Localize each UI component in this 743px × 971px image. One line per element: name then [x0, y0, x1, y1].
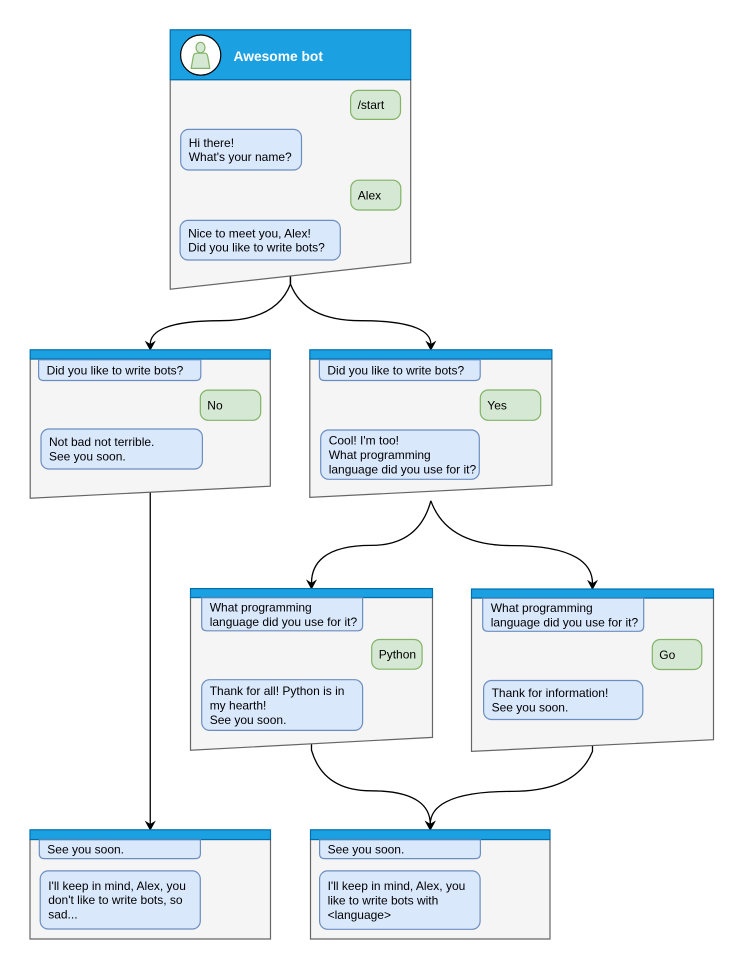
- svg-text:What programming: What programming: [491, 601, 593, 615]
- svg-text:What programming: What programming: [329, 448, 431, 462]
- svg-text:See you soon.: See you soon.: [328, 843, 405, 857]
- svg-text:Thank for information!: Thank for information!: [492, 686, 609, 700]
- svg-text:Did you like to write bots?: Did you like to write bots?: [47, 364, 184, 378]
- svg-text:See you soon.: See you soon.: [210, 713, 287, 727]
- svg-text:No: No: [207, 399, 223, 413]
- svg-text:sad...: sad...: [48, 908, 77, 922]
- svg-text:Python: Python: [379, 648, 416, 662]
- svg-text:Hi there!: Hi there!: [189, 136, 234, 150]
- svg-text:See you soon.: See you soon.: [49, 450, 126, 464]
- svg-text:Go: Go: [659, 648, 675, 662]
- svg-text:language did you use for it?: language did you use for it?: [210, 615, 358, 629]
- svg-text:<language>: <language>: [328, 908, 391, 922]
- svg-text:What's your name?: What's your name?: [189, 150, 292, 164]
- svg-text:my hearth!: my hearth!: [210, 698, 267, 712]
- svg-text:Awesome bot: Awesome bot: [234, 49, 324, 64]
- svg-text:I'll keep in mind, Alex, you: I'll keep in mind, Alex, you: [48, 879, 186, 893]
- svg-text:Alex: Alex: [358, 188, 381, 202]
- svg-text:Did you like to write bots?: Did you like to write bots?: [327, 364, 464, 378]
- svg-text:don't like to write bots, so: don't like to write bots, so: [48, 893, 183, 907]
- svg-text:language did you use for it?: language did you use for it?: [329, 462, 477, 476]
- svg-text:Yes: Yes: [487, 398, 507, 412]
- svg-text:/start: /start: [358, 98, 385, 112]
- svg-text:like to write bots with: like to write bots with: [328, 893, 439, 907]
- svg-text:What programming: What programming: [210, 600, 312, 614]
- svg-text:See you soon.: See you soon.: [492, 701, 569, 715]
- svg-text:Thank for all! Python is in: Thank for all! Python is in: [210, 684, 345, 698]
- svg-text:Did you like to write bots?: Did you like to write bots?: [188, 241, 325, 255]
- svg-text:Cool! I'm too!: Cool! I'm too!: [329, 434, 399, 448]
- svg-text:I'll keep in mind, Alex, you: I'll keep in mind, Alex, you: [328, 879, 466, 893]
- svg-text:language did you use for it?: language did you use for it?: [491, 615, 639, 629]
- svg-text:See you soon.: See you soon.: [47, 843, 124, 857]
- svg-text:Not bad not terrible.: Not bad not terrible.: [49, 435, 154, 449]
- svg-text:Nice to meet you, Alex!: Nice to meet you, Alex!: [188, 226, 311, 240]
